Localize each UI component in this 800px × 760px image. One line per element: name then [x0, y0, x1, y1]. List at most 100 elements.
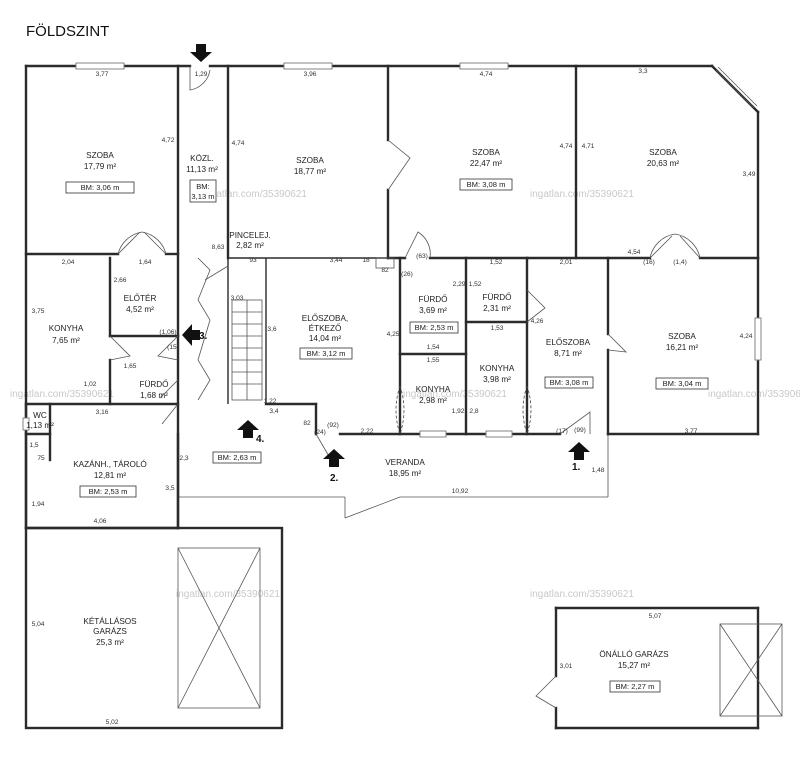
dimension-label: 2,04 — [62, 259, 75, 266]
watermark: ingatlan.com/35390621 — [176, 589, 280, 600]
dimension-label: 1,55 — [427, 357, 440, 364]
dimension-label: 1,65 — [124, 363, 137, 370]
garage-double — [24, 526, 284, 730]
dimension-label: 75 — [37, 455, 45, 462]
dimension-label: 4,26 — [531, 318, 544, 325]
dimension-label: (63) — [416, 253, 428, 260]
watermark: ingatlan.com/35390621 — [10, 389, 114, 400]
dimension-label: 1,54 — [427, 344, 440, 351]
dimension-label: 1,53 — [491, 325, 504, 332]
watermark: ingatlan.com/35390621 — [203, 189, 307, 200]
dimension-label: 1,52 — [469, 281, 482, 288]
dimension-label: 1,52 — [490, 259, 503, 266]
room-bm: BM: 3,06 m — [81, 183, 120, 192]
doors — [109, 66, 701, 459]
dimension-label: 4,06 — [94, 518, 107, 525]
dimension-label: 5,07 — [649, 613, 662, 620]
chimney — [375, 257, 395, 269]
entry-label-1: 1. — [572, 462, 581, 473]
watermark-group: ingatlan.com/35390621 ingatlan.com/35390… — [10, 189, 800, 600]
dimension-label: 3,03 — [231, 295, 244, 302]
room-name: SZOBA — [649, 148, 677, 157]
entry-arrow-icon — [323, 449, 345, 467]
room-bm: BM: 2,53 m — [89, 487, 128, 496]
dimension-label: 1,22 — [264, 398, 277, 405]
dimension-label: 10,92 — [452, 488, 469, 495]
entry-label-3: 3. — [199, 331, 208, 342]
dimension-label: (24) — [314, 429, 326, 436]
room-area: 17,79 m² — [84, 162, 117, 171]
plan-title: FÖLDSZINT — [26, 22, 109, 40]
room-area: 18,77 m² — [294, 167, 327, 176]
dimension-label: 4,54 — [628, 249, 641, 256]
dimension-label: 3,75 — [32, 308, 45, 315]
room-area: 2,98 m² — [419, 396, 447, 405]
room-name: ÖNÁLLÓ GARÁZS — [599, 649, 669, 659]
room-area: 20,63 m² — [647, 159, 680, 168]
room-area: 18,95 m² — [389, 469, 422, 478]
watermark: ingatlan.com/35390621 — [403, 389, 507, 400]
bay-window — [715, 66, 758, 109]
room-name: PINCELEJ. — [229, 231, 270, 240]
room-bm: BM: 3,04 m — [663, 379, 702, 388]
room-name: SZOBA — [472, 148, 500, 157]
room-area: 22,47 m² — [470, 159, 503, 168]
dimension-label: 3,16 — [96, 409, 109, 416]
room-name: SZOBA — [86, 151, 114, 160]
dimension-label: 2,22 — [361, 428, 374, 435]
room-area: 3,98 m² — [483, 375, 511, 384]
room-area: 12,81 m² — [94, 471, 127, 480]
room-name: KÉTÁLLÁSOS — [83, 616, 137, 626]
entrance-arrows — [182, 44, 590, 467]
entry-arrow-icon — [568, 442, 590, 460]
dimension-label: 5,04 — [32, 621, 45, 628]
dimension-label: 1,92 — [452, 408, 465, 415]
dimension-label: 18 — [362, 257, 370, 264]
dimension-label: 1,48 — [592, 467, 605, 474]
entry-arrow-icon — [182, 324, 200, 346]
dimension-label: 4,72 — [162, 137, 175, 144]
dimension-label: 2,01 — [560, 259, 573, 266]
room-area: 14,04 m² — [309, 334, 342, 343]
room-bm: BM: 2,53 m — [415, 323, 454, 332]
dimension-label: (15) — [167, 344, 179, 351]
room-area: 3,69 m² — [419, 306, 447, 315]
dimension-label: (92) — [327, 422, 339, 429]
dimension-label: 3,4 — [269, 408, 278, 415]
room-name: SZOBA — [668, 332, 696, 341]
dimension-label: (99) — [574, 427, 586, 434]
room-bm: BM: 3,08 m — [550, 378, 589, 387]
dimension-label: (1,06) — [159, 329, 176, 336]
dimension-label: 2,3 — [179, 455, 188, 462]
room-name: SZOBA — [296, 156, 324, 165]
dimension-label: 4,74 — [480, 71, 493, 78]
room-name: FÜRDŐ — [418, 294, 447, 304]
room-area: 1,13 m² — [26, 421, 54, 430]
room-bm: BM: 3,08 m — [467, 180, 506, 189]
room-name: KONYHA — [416, 385, 451, 394]
room-area: 1,68 m² — [140, 391, 168, 400]
dimension-label: 3,96 — [304, 71, 317, 78]
entry-label-4: 4. — [256, 434, 265, 445]
windows — [22, 62, 762, 438]
garage-single — [535, 606, 783, 730]
room-area: 15,27 m² — [618, 661, 651, 670]
dimension-label: 4,24 — [740, 333, 753, 340]
room-area: 11,13 m² — [186, 165, 218, 174]
room-name: ELŐSZOBA, — [302, 313, 348, 323]
dimension-label: 3,77 — [96, 71, 109, 78]
dimension-label: 4,71 — [582, 143, 595, 150]
dimension-label: (17) — [556, 428, 568, 435]
room-name: KÖZL. — [190, 153, 214, 163]
dimension-label: 82 — [381, 267, 389, 274]
staircase — [197, 257, 263, 401]
watermark: ingatlan.com/35390621 — [530, 589, 634, 600]
room-bm: BM: — [196, 182, 210, 191]
watermark: ingatlan.com/35390621 — [530, 189, 634, 200]
dimension-label: 8,63 — [212, 244, 225, 251]
dimension-label: 5,02 — [106, 719, 119, 726]
dimension-label: 2,8 — [469, 408, 478, 415]
room-bm: BM: 3,12 m — [307, 349, 346, 358]
dimension-label: 1,94 — [32, 501, 45, 508]
